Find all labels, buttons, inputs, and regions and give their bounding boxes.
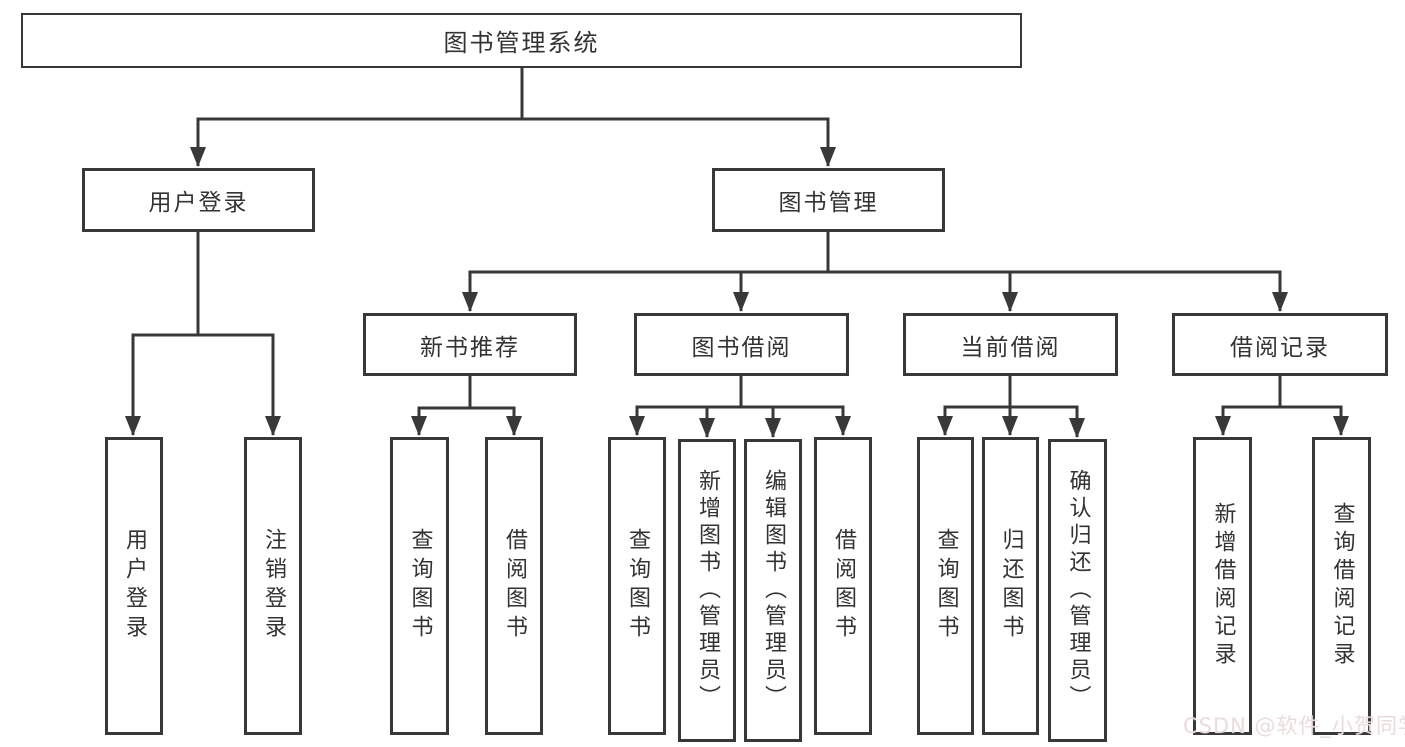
leaf-bb-add-books-admin: 新增图书（管理员） xyxy=(678,439,736,742)
node-root: 图书管理系统 xyxy=(21,13,1022,68)
leaf-nbr-query-books: 查询图书 xyxy=(390,437,449,735)
leaf-logout: 注销登录 xyxy=(244,437,302,735)
leaf-cb-return-books: 归还图书 xyxy=(982,437,1039,735)
leaf-br-query-record: 查询借阅记录 xyxy=(1312,437,1371,735)
leaf-cb-query-books: 查询图书 xyxy=(917,437,974,735)
node-new-book-rec: 新书推荐 xyxy=(363,313,577,376)
leaf-bb-borrow-books: 借阅图书 xyxy=(814,437,872,735)
leaf-nbr-borrow-books: 借阅图书 xyxy=(485,437,543,735)
node-current-borrow: 当前借阅 xyxy=(903,313,1118,376)
csdn-watermark: CSDN @软件_小贺同学 xyxy=(1183,714,1405,738)
node-borrow-records: 借阅记录 xyxy=(1172,313,1388,376)
leaf-user-login: 用户登录 xyxy=(105,437,163,735)
node-book-mgmt: 图书管理 xyxy=(712,168,945,232)
leaf-br-add-record: 新增借阅记录 xyxy=(1193,437,1252,735)
leaf-cb-confirm-return-admin: 确认归还（管理员） xyxy=(1048,439,1107,742)
node-user-login: 用户登录 xyxy=(82,168,315,232)
leaf-bb-query-books: 查询图书 xyxy=(608,437,666,735)
node-book-borrow: 图书借阅 xyxy=(634,313,849,376)
leaf-bb-edit-books-admin: 编辑图书（管理员） xyxy=(744,439,802,742)
